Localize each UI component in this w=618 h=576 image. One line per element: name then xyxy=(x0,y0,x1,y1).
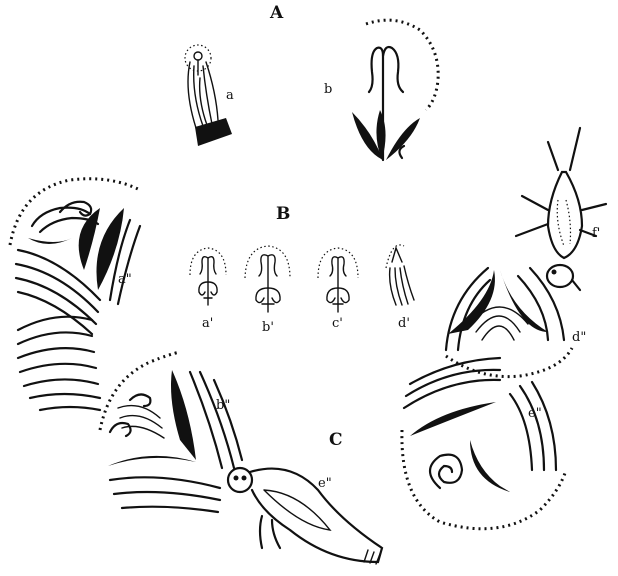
figure-label-d-double-prime: d" xyxy=(572,330,586,345)
motif-b-double-prime xyxy=(100,352,242,512)
figure-label-e-double-prime-right: e" xyxy=(528,406,542,421)
motif-c-prime xyxy=(318,248,358,312)
motif-d-prime xyxy=(386,245,414,305)
section-label-c: C xyxy=(329,430,343,450)
motif-b-lily xyxy=(352,20,438,160)
figure-label-c-prime: c' xyxy=(332,316,343,331)
figure-label-f-prime: f' xyxy=(592,226,600,241)
figure-label-b-prime: b' xyxy=(262,320,274,335)
figure-label-b: b xyxy=(324,82,332,97)
figure-label-a: a xyxy=(226,88,234,103)
bird-e-double-prime xyxy=(228,468,382,564)
beetle-f-prime xyxy=(516,128,606,290)
figure-label-b-double-prime: b" xyxy=(216,398,230,413)
motif-b-prime xyxy=(245,246,290,312)
motif-a-double-prime xyxy=(10,179,140,410)
motif-e-double-prime xyxy=(402,358,566,529)
figure-label-a-prime: a' xyxy=(202,316,213,331)
figure-label-e-double-prime-bird: e" xyxy=(318,476,332,491)
section-label-b: B xyxy=(276,204,290,224)
motif-a-plant xyxy=(185,45,232,146)
section-label-a: A xyxy=(270,3,283,23)
figure-label-d-prime: d' xyxy=(398,316,410,331)
figure-label-a-double-prime: a" xyxy=(118,272,132,287)
motif-a-prime xyxy=(190,248,226,305)
